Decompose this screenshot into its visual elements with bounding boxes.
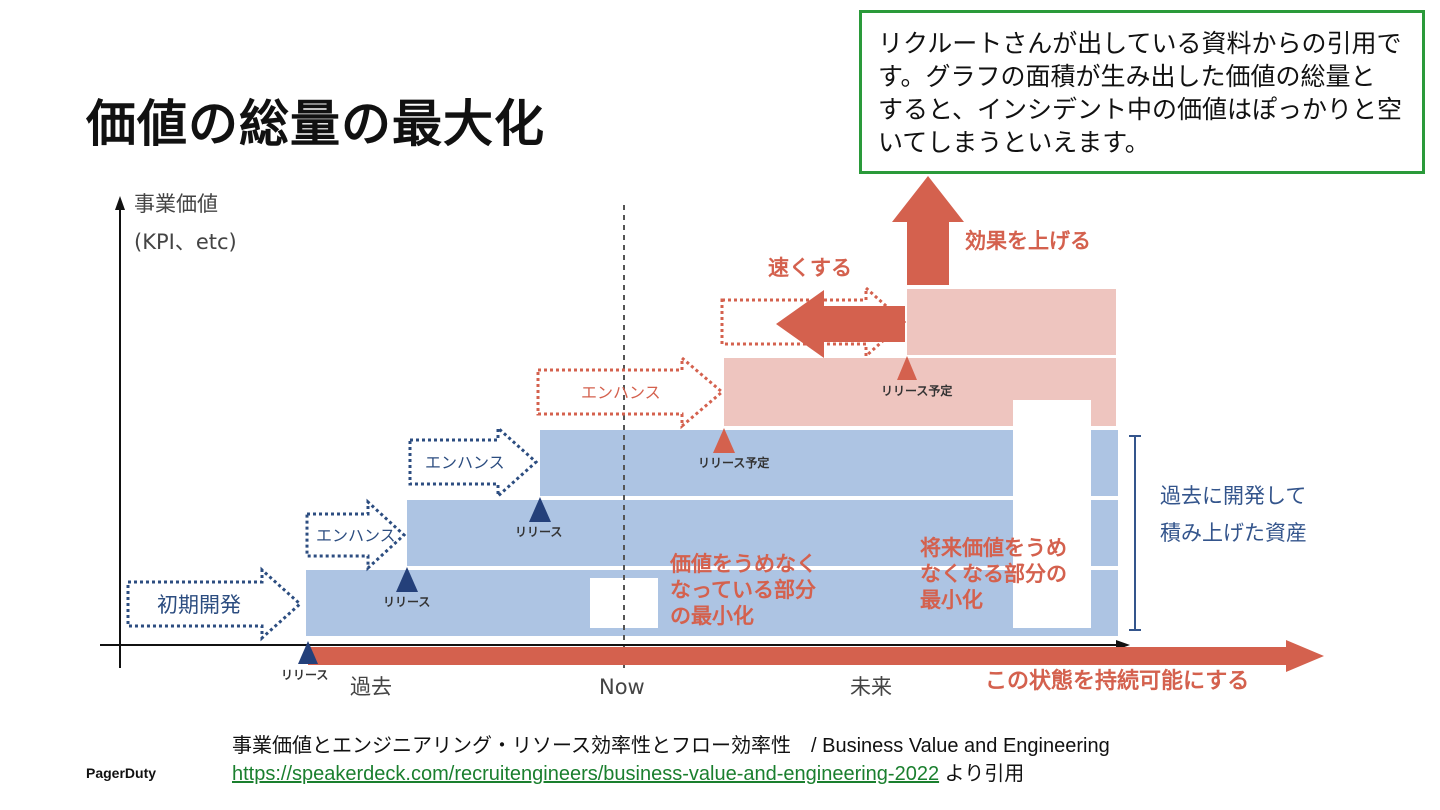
accumulated-label-2: 積み上げた資産	[1160, 521, 1307, 545]
enhance-label-2: エンハンス	[425, 453, 505, 472]
release-label-2: リリース	[515, 525, 562, 539]
incident-gap-future	[1013, 400, 1091, 628]
commentary-box: リクルートさんが出している資料からの引用で す。グラフの面積が生み出した価値の総…	[859, 10, 1425, 174]
note-line: す。グラフの面積が生み出した価値の総量と	[878, 62, 1376, 91]
release-marker-initial	[298, 641, 318, 664]
faster-label: 速くする	[768, 256, 852, 280]
gap-future-label-2: なくなる部分の	[920, 562, 1067, 586]
sustainable-label: この状態を持続可能にする	[985, 668, 1249, 694]
y-axis-arrowhead	[115, 196, 125, 210]
enhance-arrow-1	[305, 498, 407, 572]
faster-arrow	[776, 290, 905, 358]
enhance-arrow-2	[408, 424, 539, 500]
release-label-initial: リリース	[281, 668, 328, 682]
sustainable-arrow-shaft	[308, 647, 1288, 665]
raise-effect-label: 効果を上げる	[965, 229, 1091, 253]
page-title: 価値の総量の最大化	[86, 95, 545, 153]
note-line: いてしまうといえます。	[878, 128, 1150, 157]
gap-future-label-3: 最小化	[920, 588, 983, 612]
note-line: すると、インシデント中の価値はぽっかりと空	[878, 95, 1403, 124]
y-axis-label: 事業価値	[134, 192, 218, 216]
y-axis-sublabel: (KPI、etc)	[134, 230, 237, 254]
planned-release-label-2: リリース予定	[881, 383, 952, 398]
value-block-1	[306, 570, 1118, 636]
initial-dev-arrow	[126, 566, 303, 642]
enhance-label-1: エンハンス	[316, 526, 396, 545]
value-block-2	[407, 500, 1118, 566]
raise-effect-arrow	[892, 176, 964, 285]
brand-logo-text: PagerDuty	[86, 765, 157, 781]
caption-suffix: より引用	[939, 763, 1025, 785]
initial-dev-label: 初期開発	[157, 593, 241, 617]
gap-now-label-1: 価値をうめなく	[669, 552, 817, 576]
release-label-1: リリース	[383, 595, 430, 609]
caption-source-line: https://speakerdeck.com/recruitengineers…	[232, 760, 1110, 788]
enhance-arrow-planned-2	[720, 284, 907, 360]
enhance-arrow-planned	[536, 354, 725, 430]
source-link[interactable]: https://speakerdeck.com/recruitengineers…	[232, 763, 940, 785]
caption-title: 事業価値とエンジニアリング・リソース効率性とフロー効率性 / Business …	[232, 735, 1110, 757]
planned-release-label-1: リリース予定	[698, 455, 769, 470]
accumulated-label-1: 過去に開発して	[1160, 484, 1306, 508]
planned-release-marker-2	[897, 356, 917, 380]
gap-future-label-1: 将来価値をうめ	[920, 536, 1067, 560]
planned-release-marker-1	[713, 428, 735, 453]
release-marker-1	[396, 567, 418, 592]
enhance-label-planned: エンハンス	[581, 383, 661, 402]
source-caption: 事業価値とエンジニアリング・リソース効率性とフロー効率性 / Business …	[232, 732, 1110, 788]
gap-now-label-2: なっている部分	[670, 578, 816, 602]
note-line: リクルートさんが出している資料からの引用で	[878, 29, 1402, 58]
x-label-now: Now	[599, 675, 645, 699]
gap-now-label-3: の最小化	[670, 604, 754, 628]
sustainable-arrow-head	[1286, 640, 1324, 672]
release-marker-2	[529, 497, 551, 522]
x-label-past: 過去	[350, 675, 392, 699]
planned-block-2	[907, 289, 1116, 355]
x-label-future: 未来	[850, 675, 892, 699]
